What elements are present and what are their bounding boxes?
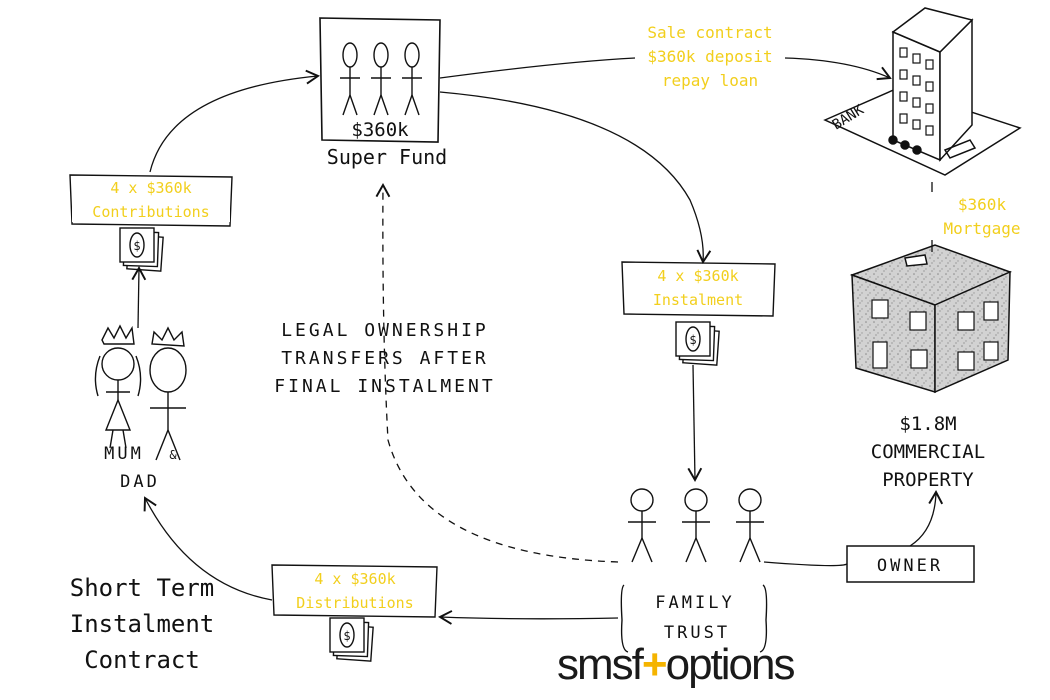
money-stack-icon: $ <box>675 321 720 366</box>
distributions-bracket <box>271 564 438 618</box>
fund-to-sale-line <box>439 57 636 79</box>
instalment-to-trust-arrow <box>687 364 703 483</box>
contributions-line1: 4 x $360k <box>110 179 191 197</box>
instalment-bracket <box>621 261 776 317</box>
legal-note-line1: LEGAL OWNERSHIP <box>281 320 489 341</box>
property-line2: PROPERTY <box>882 469 974 491</box>
svg-text:$: $ <box>689 333 696 347</box>
trust-to-distributions-arrow <box>437 610 619 625</box>
super-fund-members-icon <box>340 42 422 116</box>
parents-to-contributions-arrow <box>131 265 147 329</box>
family-trust-line1: FAMILY <box>655 593 734 613</box>
owner-box <box>846 545 975 583</box>
ownership-transfer-arrow <box>375 182 619 563</box>
family-trust-bracket <box>620 584 768 653</box>
family-trust-node: FAMILY TRUST <box>620 488 768 653</box>
mum-label: MUM <box>104 444 144 464</box>
sale-note-line1: Sale contract <box>647 23 772 42</box>
trustees-icon <box>628 488 764 563</box>
bank-building-icon <box>823 7 1022 176</box>
legal-ownership-note: LEGAL OWNERSHIP TRANSFERS AFTER FINAL IN… <box>274 320 495 397</box>
mum-figure-icon <box>94 324 142 449</box>
contributions-line2: Contributions <box>92 203 209 221</box>
super-fund-amount: $360k <box>351 119 409 141</box>
family-trust-line2: TRUST <box>664 623 730 643</box>
property-line1: COMMERCIAL <box>871 441 985 463</box>
owner-node: OWNER <box>846 545 975 583</box>
super-fund-node: $360k Super Fund <box>319 17 447 169</box>
mortgage-line1: $360k <box>958 195 1007 214</box>
svg-text:$: $ <box>133 239 140 253</box>
connectors <box>131 57 944 625</box>
mortgage-note: $360k Mortgage <box>943 195 1020 238</box>
money-stack-icon: $ <box>119 227 164 272</box>
instalment-node: 4 x $360k Instalment $ <box>621 261 776 366</box>
logo-part2: options <box>665 640 796 689</box>
fund-to-instalment-arrow <box>439 91 712 265</box>
contributions-to-fund-arrow <box>149 69 320 173</box>
sale-to-bank-arrow <box>784 57 892 81</box>
owner-label: OWNER <box>877 556 943 576</box>
distributions-to-parents-arrow <box>143 496 273 601</box>
instalment-line1: 4 x $360k <box>657 267 738 285</box>
title-line2: Instalment <box>69 610 215 638</box>
logo-plus: + <box>641 640 668 689</box>
dad-label: DAD <box>120 472 160 492</box>
distributions-line1: 4 x $360k <box>314 570 395 588</box>
logo-part1: smsf <box>557 640 644 689</box>
trust-to-owner-line <box>763 561 848 567</box>
contributions-node: 4 x $360k Contributions $ <box>69 174 233 272</box>
smsf-options-logo: smsf+options <box>557 638 827 692</box>
mortgage-line2: Mortgage <box>943 219 1020 238</box>
dad-figure-icon <box>149 326 187 461</box>
sale-note-line3: repay loan <box>662 71 758 90</box>
and-label: & <box>169 448 177 462</box>
commercial-property-node: $1.8M COMMERCIAL PROPERTY <box>849 244 1013 491</box>
title-line3: Contract <box>84 646 200 674</box>
money-stack-icon: $ <box>329 617 374 662</box>
sale-note-line2: $360k deposit <box>647 47 772 66</box>
legal-note-line2: TRANSFERS AFTER <box>281 348 489 369</box>
bank-node: BANK <box>823 7 1022 176</box>
legal-note-line3: FINAL INSTALMENT <box>274 376 495 397</box>
distributions-line2: Distributions <box>296 594 413 612</box>
distributions-node: 4 x $360k Distributions $ <box>271 564 438 662</box>
commercial-building-icon <box>849 244 1013 394</box>
super-fund-box <box>319 17 441 143</box>
owner-to-property-arrow <box>909 489 944 547</box>
svg-text:$: $ <box>343 629 350 643</box>
property-value: $1.8M <box>899 413 956 435</box>
instalment-line2: Instalment <box>653 291 743 309</box>
contributions-bracket <box>69 174 233 227</box>
parents-node: MUM & DAD <box>94 324 187 492</box>
diagram-title: Short Term Instalment Contract <box>42 570 242 678</box>
super-fund-label: Super Fund <box>327 145 447 169</box>
title-line1: Short Term <box>69 574 215 602</box>
sale-contract-note: Sale contract $360k deposit repay loan <box>647 23 772 90</box>
